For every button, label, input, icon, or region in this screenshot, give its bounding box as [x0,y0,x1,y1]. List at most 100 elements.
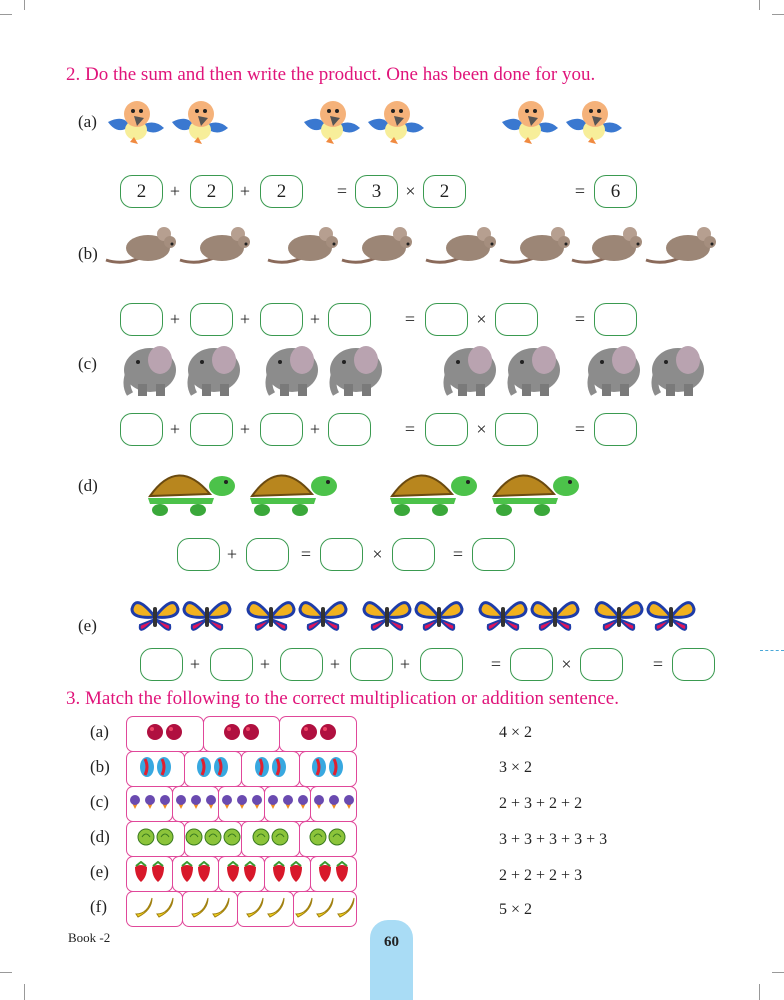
factor-box[interactable]: 3 [355,175,398,208]
picture-cell [183,821,242,857]
addend-box[interactable] [190,413,233,446]
crop-mark [772,972,784,973]
match-sentence[interactable]: 2 + 3 + 2 + 2 [499,795,583,812]
addend-box[interactable] [420,648,463,681]
picture-cell [126,751,185,787]
match-sentence[interactable]: 4 × 2 [499,724,533,741]
row-label: (a) [78,112,97,131]
cabbage-icon [223,828,241,851]
grid-row[interactable] [126,856,357,892]
banana-icon [155,896,175,923]
crop-mark [24,984,25,1000]
icecream-icon [327,794,341,815]
grid-row[interactable] [126,716,358,752]
product-box[interactable] [472,538,515,571]
picture-cell [298,821,357,857]
addend-box[interactable] [120,413,163,446]
addend-box[interactable]: 2 [260,175,303,208]
product-box[interactable] [594,303,637,336]
row-label: (b) [90,757,110,776]
icecream-icon [342,794,356,815]
times-sign: × [476,419,487,439]
turtle-icon [380,460,480,527]
factor-box[interactable] [495,303,538,336]
picture-cell [310,786,357,822]
picture-cell [237,891,295,927]
addend-box[interactable] [328,303,371,336]
crop-mark [772,14,784,15]
picture-cell [172,786,219,822]
addend-box[interactable] [190,303,233,336]
picture-cell [172,856,219,892]
addend-box[interactable]: 2 [190,175,233,208]
factor-box[interactable] [425,303,468,336]
picture-cell [126,821,185,857]
picture-cell [126,856,173,892]
icecream-icon [281,794,295,815]
picture-group [246,597,348,642]
icecream-icon [296,794,310,815]
picture-cell [310,856,357,892]
addend-box[interactable] [140,648,183,681]
row-label: (d) [78,476,98,495]
addend-box[interactable] [260,413,303,446]
times-sign: × [561,654,572,674]
plus-sign: + [239,309,251,329]
row-label: (e) [78,616,97,635]
picture-group [380,460,582,527]
picture-group [300,92,426,157]
match-sentence[interactable]: 5 × 2 [499,901,533,918]
factor-box[interactable] [495,413,538,446]
grid-row[interactable] [126,821,357,857]
picture-cell [298,751,357,787]
addend-box[interactable] [260,303,303,336]
turtle-icon [138,460,238,527]
icecream-icon [235,794,249,815]
grid-row[interactable] [126,786,357,822]
addend-box[interactable] [246,538,289,571]
match-sentence[interactable]: 3 × 2 [499,759,533,776]
mouse-icon [178,222,250,271]
plus-sign: + [309,309,321,329]
cherry-icon [223,723,241,746]
butterfly-icon [246,597,296,642]
addend-box[interactable]: 2 [120,175,163,208]
addend-box[interactable] [210,648,253,681]
match-sentence[interactable]: 2 + 2 + 2 + 3 [499,867,583,884]
addend-box[interactable] [350,648,393,681]
banana-icon [315,896,335,923]
addend-box[interactable] [120,303,163,336]
picture-group [130,597,232,642]
cherry-icon [319,723,337,746]
picture-cell [264,856,311,892]
factor-box[interactable] [392,538,435,571]
picture-cell [279,716,358,752]
factor-box[interactable] [320,538,363,571]
cherry-icon [165,723,183,746]
equals-sign: = [452,544,464,564]
factor-box[interactable]: 2 [423,175,466,208]
plus-sign: + [259,654,271,674]
addend-box[interactable] [328,413,371,446]
book-label: Book -2 [68,930,111,945]
cabbage-icon [137,828,155,851]
product-box[interactable]: 6 [594,175,637,208]
factor-box[interactable] [580,648,623,681]
grid-row[interactable] [126,891,358,927]
icecream-icon [158,794,172,815]
grid-row[interactable] [126,751,357,787]
banana-icon [336,896,356,923]
factor-box[interactable] [425,413,468,446]
product-box[interactable] [672,648,715,681]
match-sentence[interactable]: 3 + 3 + 3 + 3 + 3 [499,831,608,848]
addend-box[interactable] [177,538,220,571]
factor-box[interactable] [510,648,553,681]
strawberry-icon [150,860,166,888]
addend-box[interactable] [280,648,323,681]
plus-sign: + [329,654,341,674]
product-box[interactable] [594,413,637,446]
plus-sign: + [169,181,181,201]
balloon-icon [213,755,229,784]
picture-cell [126,786,173,822]
